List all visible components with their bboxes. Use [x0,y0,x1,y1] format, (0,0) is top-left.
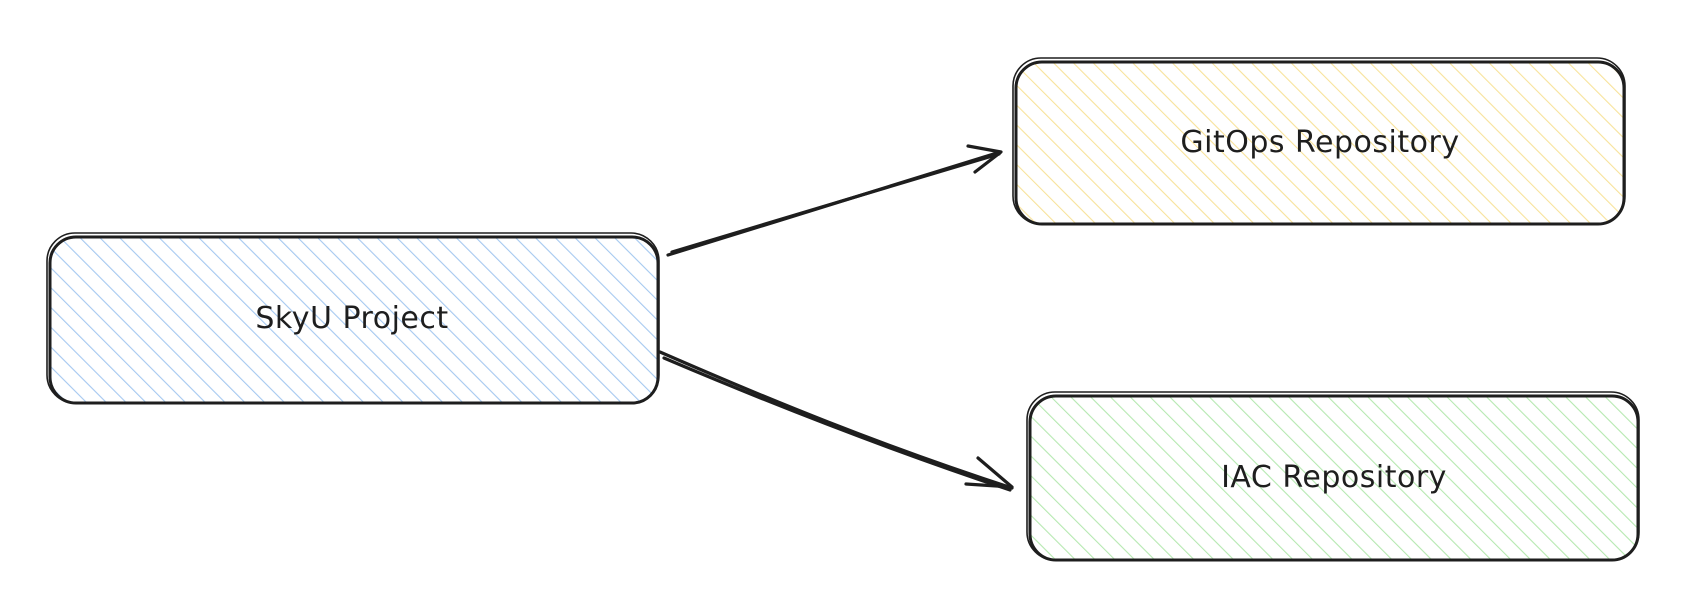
edge-skyu-to-gitops[interactable] [666,144,1003,257]
node-label: GitOps Repository [1180,125,1459,160]
arrowhead-icon [964,456,1014,489]
node-label: SkyU Project [255,301,448,336]
edge-skyu-to-iac[interactable] [658,350,1014,492]
node-iac-repository[interactable]: IAC Repository [1026,391,1640,562]
node-gitops-repository[interactable]: GitOps Repository [1012,57,1626,226]
arrowhead-icon [966,144,1003,174]
node-skyu-project[interactable]: SkyU Project [46,232,660,405]
node-label: IAC Repository [1221,460,1447,495]
